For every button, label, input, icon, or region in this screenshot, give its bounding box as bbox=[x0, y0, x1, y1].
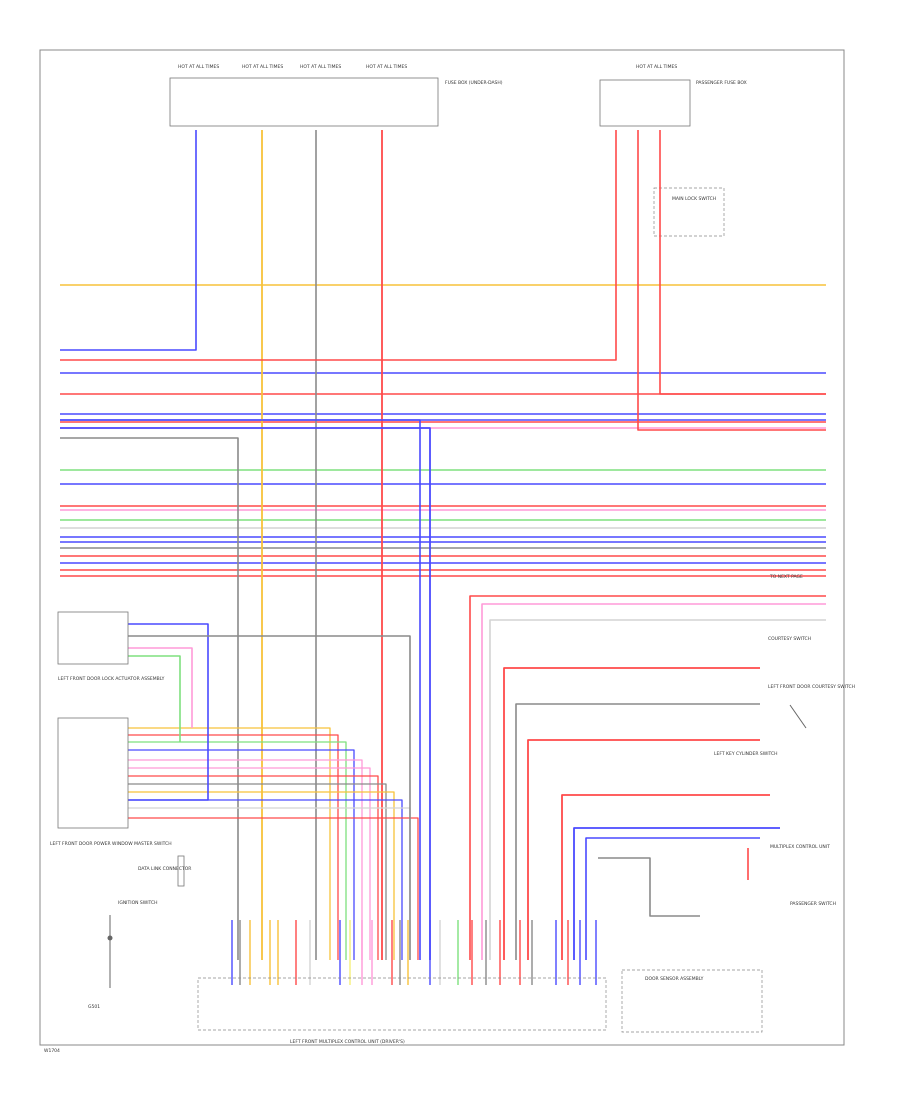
wire-pink-72 bbox=[128, 767, 371, 960]
multiplex-unit-label: MULTIPLEX CONTROL UNIT bbox=[770, 844, 830, 850]
wire-blue-54 bbox=[60, 427, 431, 960]
dlc-label: DATA LINK CONNECTOR bbox=[138, 866, 191, 872]
courtesy-switch-label: COURTESY SWITCH bbox=[768, 636, 811, 642]
wire-blue-76 bbox=[128, 799, 403, 960]
main-lock-switch-label: MAIN LOCK SWITCH bbox=[672, 196, 716, 202]
wire-yellow-75 bbox=[128, 791, 395, 960]
passenger-fuse-hot: HOT AT ALL TIMES bbox=[636, 64, 677, 70]
wire-red-62 bbox=[561, 794, 770, 960]
wire-pink-57 bbox=[481, 603, 826, 960]
wire-pink-81 bbox=[128, 647, 193, 728]
left-front-door-courtesy-label: LEFT FRONT DOOR COURTESY SWITCH bbox=[768, 684, 855, 690]
fuse-box-label: FUSE BOX (UNDER-DASH) bbox=[445, 80, 503, 86]
wire-gray-66 bbox=[598, 857, 700, 917]
wire-layer bbox=[60, 130, 826, 985]
wire-blue-70 bbox=[128, 749, 355, 960]
top-fuse-box: FUSE BOX (UNDER-DASH) HOT AT ALL TIMES H… bbox=[169, 64, 503, 127]
left-front-door-lock-actuator-label: LEFT FRONT DOOR LOCK ACTUATOR ASSEMBLY bbox=[58, 676, 165, 682]
wire-red-59 bbox=[503, 667, 760, 960]
main-control-unit-label: LEFT FRONT MULTIPLEX CONTROL UNIT (DRIVE… bbox=[290, 1039, 405, 1045]
power-window-master-switch: LEFT FRONT DOOR POWER WINDOW MASTER SWIT… bbox=[50, 717, 172, 847]
wire-red-56 bbox=[469, 595, 826, 960]
top-connector-label-2: HOT AT ALL TIMES bbox=[242, 64, 283, 70]
right-components: COURTESY SWITCH LEFT FRONT DOOR COURTESY… bbox=[621, 636, 855, 1033]
wire-gray-74 bbox=[128, 783, 387, 960]
wire-gray-53 bbox=[60, 437, 239, 960]
wire-gray-60 bbox=[515, 703, 760, 960]
top-connector-label-4: HOT AT ALL TIMES bbox=[366, 64, 407, 70]
wire-lightgray-58 bbox=[489, 619, 826, 960]
wire-red-25 bbox=[637, 130, 826, 431]
passenger-switch-label: PASSENGER SWITCH bbox=[790, 901, 836, 907]
wire-blue-79 bbox=[128, 623, 209, 801]
passenger-fuse-label: PASSENGER FUSE BOX bbox=[696, 80, 747, 86]
wire-blue-63 bbox=[573, 827, 780, 960]
passenger-fuse-box: HOT AT ALL TIMES PASSENGER FUSE BOX bbox=[599, 64, 747, 127]
wire-pink-71 bbox=[128, 759, 363, 960]
wire-red-73 bbox=[128, 775, 379, 960]
power-window-master-switch-label: LEFT FRONT DOOR POWER WINDOW MASTER SWIT… bbox=[50, 841, 172, 847]
wire-red-68 bbox=[128, 734, 339, 960]
wire-blue-55 bbox=[60, 419, 421, 960]
wire-green-69 bbox=[128, 741, 347, 960]
main-lock-switch: MAIN LOCK SWITCH bbox=[653, 187, 725, 237]
ignition-switch-label: IGNITION SWITCH bbox=[118, 900, 158, 906]
wire-red-78 bbox=[128, 817, 419, 960]
footer-code: W1704 bbox=[44, 1048, 60, 1054]
wire-red-26 bbox=[659, 130, 826, 395]
main-control-unit: LEFT FRONT MULTIPLEX CONTROL UNIT (DRIVE… bbox=[197, 977, 607, 1045]
wire-green-82 bbox=[128, 655, 181, 742]
wire-red-24 bbox=[60, 130, 617, 361]
ground-label: G501 bbox=[88, 1004, 100, 1010]
wire-yellow-67 bbox=[128, 727, 331, 960]
wire-gray-80 bbox=[128, 635, 411, 960]
top-connector-label-3: HOT AT ALL TIMES bbox=[300, 64, 341, 70]
diagram-frame bbox=[39, 49, 845, 1046]
top-connector-label-1: HOT AT ALL TIMES bbox=[178, 64, 219, 70]
continued-label: TO NEXT PAGE bbox=[769, 574, 803, 580]
dlc-group: DATA LINK CONNECTOR IGNITION SWITCH G501 bbox=[88, 855, 191, 1010]
wire-lightgray-77 bbox=[128, 807, 411, 960]
wire-blue-64 bbox=[585, 837, 760, 960]
door-sensor-label: DOOR SENSOR ASSEMBLY bbox=[645, 976, 704, 982]
left-key-cylinder-label: LEFT KEY CYLINDER SWITCH bbox=[714, 751, 778, 757]
left-front-door-lock-actuator: LEFT FRONT DOOR LOCK ACTUATOR ASSEMBLY bbox=[57, 611, 165, 682]
wire-blue-20 bbox=[60, 130, 197, 351]
wire-red-61 bbox=[527, 739, 760, 960]
